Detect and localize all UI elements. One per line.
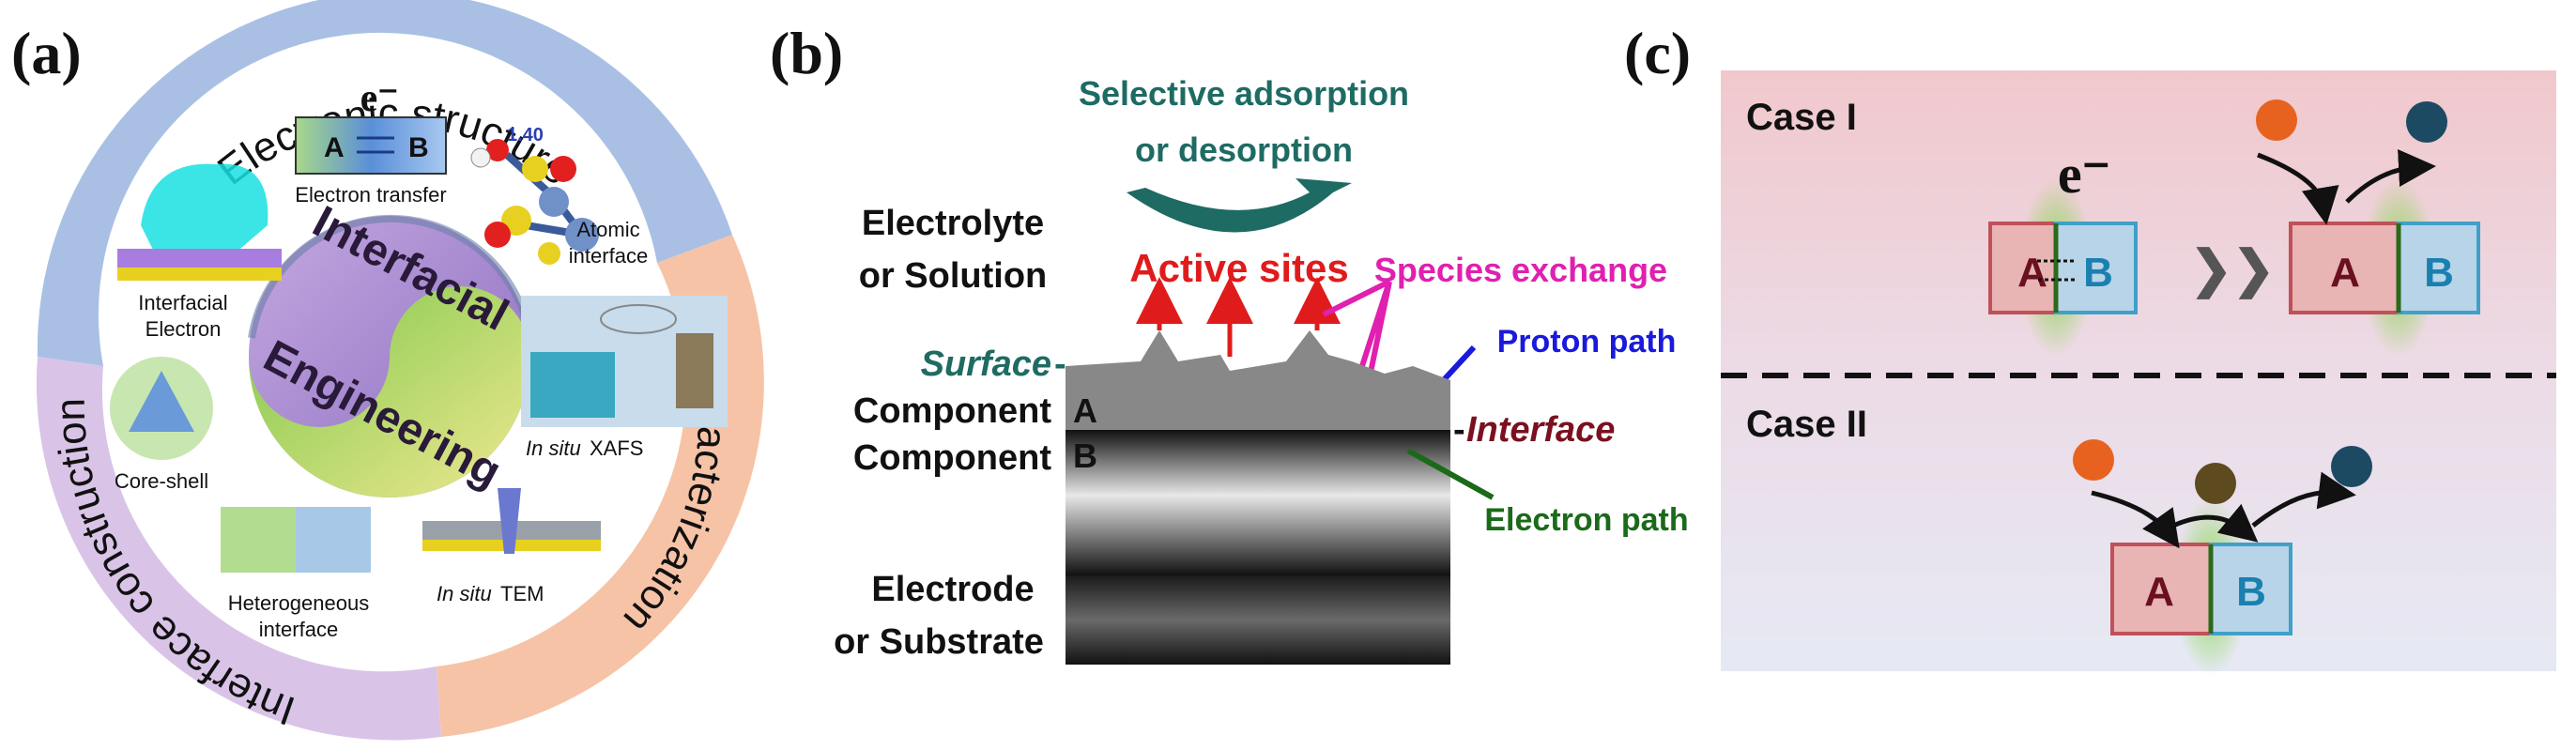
in-situ-xafs-illustration: In situ XAFS [521, 296, 728, 460]
ring-interface-construction [36, 357, 441, 741]
electrolyte-text-1: Electrolyte [862, 204, 1044, 243]
ring-characterization [437, 235, 764, 737]
case2-intermediate-ball [2195, 463, 2236, 504]
interfacial-electron-caption-2: Electron [146, 317, 222, 341]
atomic-caption-1: Atomic [576, 218, 639, 241]
atomic-caption-2: interface [569, 244, 648, 268]
tem-caption-2: TEM [500, 582, 544, 605]
component-a-letter: A [1073, 391, 1097, 430]
interfacial-electron-caption-1: Interfacial [138, 291, 227, 314]
component-b-letter: B [1073, 436, 1097, 475]
panel-c-label: (c) [1624, 20, 1691, 86]
case2-adsorb-arrow [2091, 490, 2180, 549]
selective-text-2: or desorption [1135, 130, 1353, 169]
case1-left-b: B [2083, 250, 2113, 296]
electrode-text-2: or Substrate [834, 622, 1044, 662]
surface-dash: - [1054, 344, 1066, 384]
te-box-b: B [408, 132, 429, 163]
core-shell-caption: Core-shell [115, 469, 208, 493]
case1-right-box: A B [2289, 178, 2480, 357]
case2-label: Case II [1746, 404, 1867, 445]
case2-desorb-arrow [2251, 471, 2356, 528]
panel-a: (a) Electronic structure Characterizatio… [11, 0, 764, 741]
active-sites-label: Active sites [1129, 246, 1348, 290]
panel-b: (b) Selective adsorption or desorption E… [770, 20, 1689, 665]
electrolyte-text-2: or Solution [859, 256, 1048, 296]
electrode-text-1: Electrode [871, 570, 1034, 609]
case2-a: A [2144, 569, 2174, 615]
electron-path-label: Electron path [1484, 502, 1688, 538]
core-shell-illustration: Core-shell [110, 357, 213, 493]
electrode-layer [1066, 575, 1450, 665]
case1-left-a: A [2017, 250, 2047, 296]
case2-b: B [2236, 569, 2266, 615]
case1-electron-symbol: e⁻ [2058, 144, 2110, 205]
case1-right-b: B [2424, 250, 2454, 296]
component-b-layer [1066, 430, 1450, 575]
panel-a-label: (a) [11, 20, 82, 86]
yin-yang-center: Interfacial Engineering [248, 197, 530, 497]
electron-transfer-icon: e⁻ A B Electron transfer [295, 77, 447, 207]
case2-reactant-ball [2073, 439, 2114, 481]
case2-product-ball [2331, 446, 2372, 487]
bond-length-label: 1.40 [507, 125, 544, 145]
interface-label: Interface [1466, 410, 1615, 450]
interface-dash: - [1453, 410, 1465, 450]
interfacial-electron-illustration: Interfacial Electron [117, 163, 282, 341]
case1-label: Case I [1746, 97, 1857, 138]
te-box-a: A [324, 132, 345, 163]
electron-path-line [1406, 448, 1495, 500]
xafs-caption-2: XAFS [590, 436, 643, 460]
component-a-text: Component [853, 391, 1051, 431]
case1-left-box: A B e⁻ [1988, 144, 2138, 357]
heterogeneous-caption-2: interface [259, 618, 338, 641]
component-b-text: Component [853, 438, 1051, 478]
case2-transfer-arrow [2171, 503, 2259, 543]
surface-label: Surface [921, 344, 1051, 384]
case1-adsorb-arrow [2257, 152, 2339, 225]
heterogeneous-interface-illustration: Heterogeneous interface [221, 507, 371, 641]
selective-text-1: Selective adsorption [1079, 74, 1409, 113]
electron-transfer-caption: Electron transfer [295, 183, 446, 207]
case2-box: A B [2110, 497, 2292, 676]
case1-desorb-arrow [2345, 149, 2436, 204]
case1-product-ball [2406, 101, 2447, 143]
electron-symbol: e⁻ [360, 77, 399, 120]
case1-right-a: A [2330, 250, 2360, 296]
heterogeneous-caption-1: Heterogeneous [228, 591, 369, 615]
atomic-interface-illustration: 1.40 Atomic interface [470, 125, 648, 268]
case1-reactant-ball [2256, 99, 2297, 141]
chevron-icon: ❯❯ [2190, 241, 2276, 299]
species-exchange-label: Species exchange [1374, 251, 1667, 289]
proton-path-label: Proton path [1497, 324, 1677, 360]
tem-caption-1: In situ [437, 582, 492, 605]
in-situ-tem-illustration: In situ TEM [422, 488, 601, 605]
xafs-caption-1: In situ [526, 436, 581, 460]
panel-c: (c) Case I Case II A B e⁻ ❯❯ A B [1624, 20, 2556, 676]
panel-b-label: (b) [770, 20, 843, 86]
curved-arrow [1127, 178, 1352, 233]
component-a-layer [1066, 330, 1450, 430]
ring-electronic-structure [37, 0, 732, 366]
